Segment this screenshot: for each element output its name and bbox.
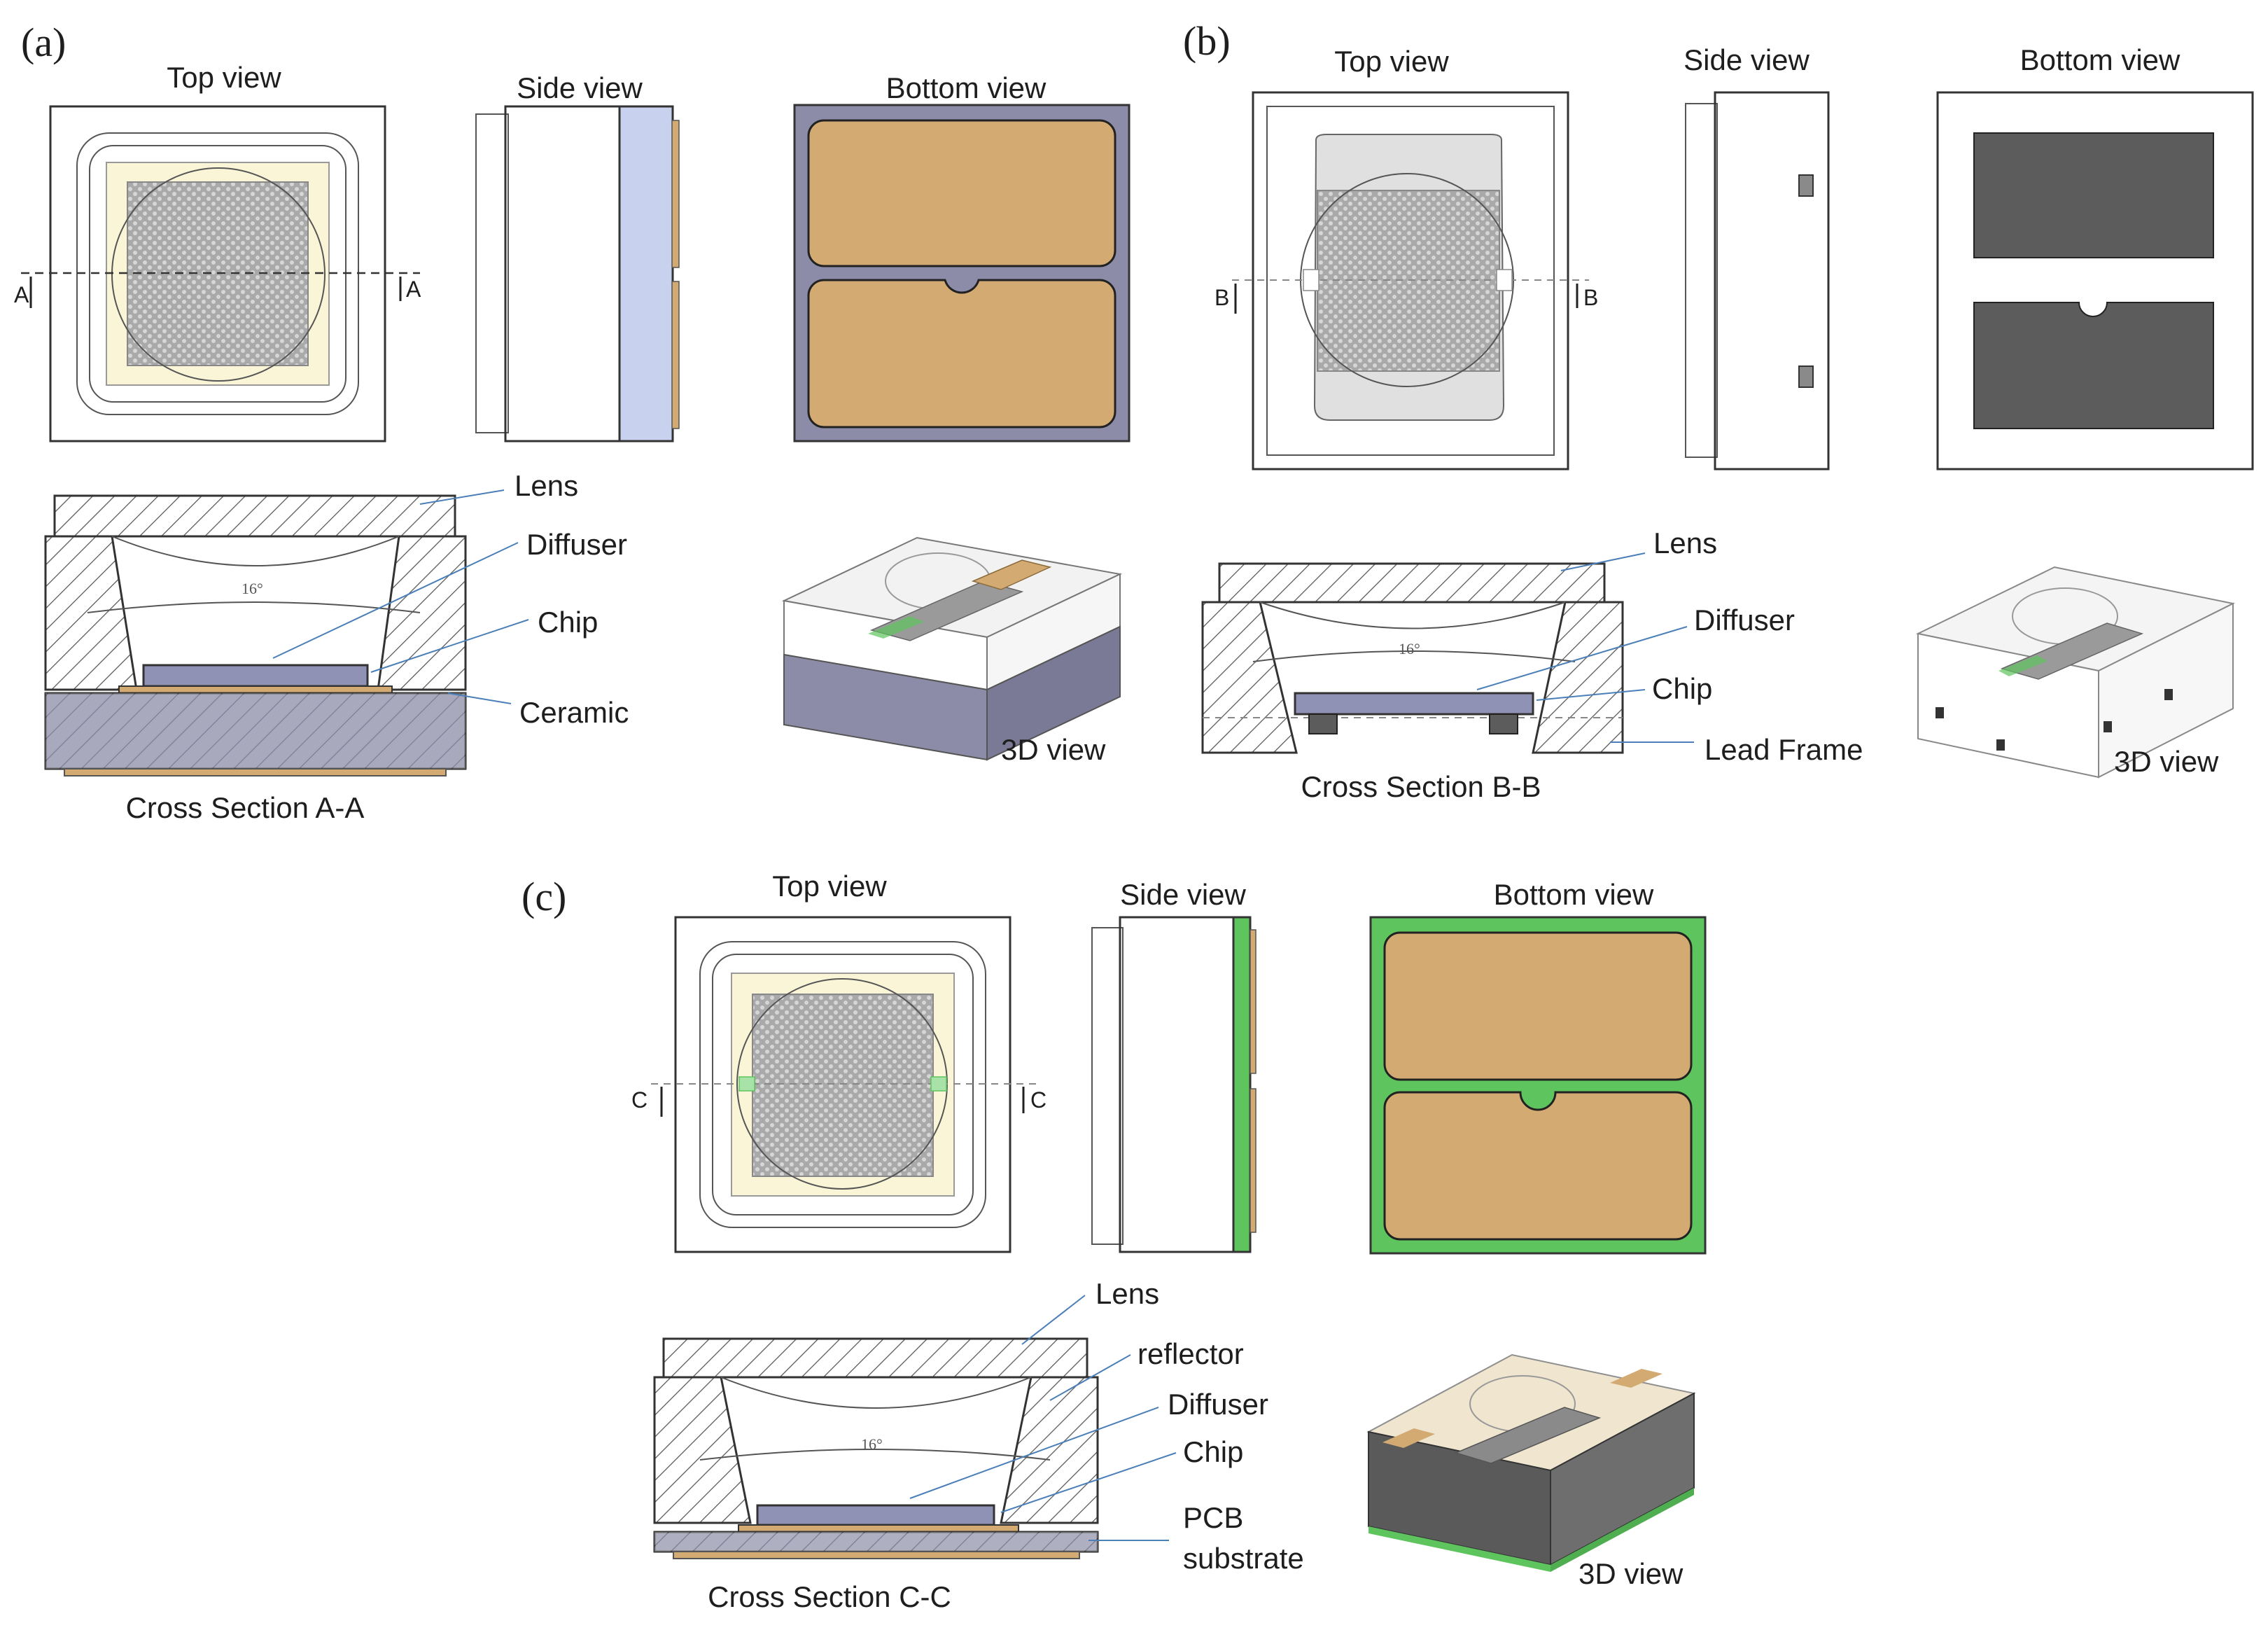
angle-label-b: 16° [1399, 640, 1420, 657]
callout-chip-c: Chip [1183, 1435, 1243, 1468]
lens-section-b [1218, 562, 1606, 604]
callout-diffuser-c: Diffuser [1168, 1388, 1268, 1421]
cross-section-c: 16° Lens reflector Diffuser Chip PCB sub… [653, 1277, 1304, 1613]
side-view-a: Side view [475, 71, 680, 443]
chip-section [142, 664, 369, 688]
callout-chip-a: Chip [538, 606, 598, 639]
lead-pad-top [1973, 132, 2214, 258]
callout-leadframe-b: Lead Frame [1704, 733, 1863, 766]
view-3d-label-c: 3D view [1578, 1557, 1684, 1590]
side-view-label-a: Side view [517, 71, 643, 104]
view-3d-b: 3D view [1915, 566, 2236, 779]
ceramic-base-side [618, 105, 674, 443]
callout-lens-a: Lens [514, 469, 578, 502]
cross-section-label-b: Cross Section B-B [1301, 770, 1541, 803]
cross-section-a: 16° Lens Diffuser Chip Ceramic Cross Sec… [44, 469, 629, 824]
panel-label-c: (c) [522, 874, 566, 919]
view-3d-label-a: 3D view [1001, 733, 1106, 766]
view-3d-label-b: 3D view [2114, 745, 2219, 778]
bottom-view-c: Bottom view [1369, 878, 1707, 1255]
cross-section-label-a: Cross Section A-A [126, 791, 365, 824]
pcb-side [1232, 916, 1252, 1253]
top-view-c: Top view C C [631, 870, 1046, 1253]
section-marker-right-b: B [1583, 285, 1598, 310]
panel-c: (c) Top view C C Side view [522, 870, 1707, 1613]
callout-chip-b: Chip [1652, 672, 1712, 705]
chip-section-c [756, 1504, 995, 1526]
cross-section-b: 16° Lens Diffuser Chip Lead Frame Cross … [1201, 527, 1863, 803]
top-view-label-a: Top view [167, 61, 281, 94]
pad-top [807, 119, 1116, 267]
panel-label-a: (a) [21, 20, 66, 65]
lens-section-c [662, 1337, 1088, 1379]
panel-a: (a) Top view A A Side view Bo [14, 20, 1130, 824]
panel-b: (b) Top view B B Side view Bo [1183, 18, 2254, 803]
chip-array-c [752, 994, 934, 1177]
callout-diffuser-a: Diffuser [526, 528, 627, 561]
callout-pcb-c: PCB [1183, 1501, 1243, 1534]
top-view-b: Top view B B [1214, 45, 1598, 471]
top-view-label-c: Top view [772, 870, 887, 903]
pad-top-c [1383, 931, 1693, 1081]
section-marker-left-a: A [14, 282, 29, 307]
view-3d-a: 3D view [781, 536, 1123, 766]
callout-diffuser-b: Diffuser [1694, 604, 1795, 636]
callout-reflector-c: reflector [1138, 1337, 1244, 1370]
angle-label-a: 16° [241, 580, 263, 597]
section-marker-left-c: C [631, 1087, 648, 1113]
top-view-a: Top view A A [14, 61, 421, 443]
bottom-view-a: Bottom view [793, 71, 1130, 443]
cross-section-label-c: Cross Section C-C [708, 1580, 951, 1613]
callout-lens-b: Lens [1653, 527, 1717, 559]
bottom-view-label-c: Bottom view [1494, 878, 1654, 911]
side-view-c: Side view [1091, 878, 1256, 1253]
section-marker-right-c: C [1030, 1087, 1046, 1113]
angle-label-c: 16° [861, 1435, 883, 1453]
chip-section-b [1294, 692, 1534, 716]
side-view-label-b: Side view [1684, 43, 1809, 76]
section-marker-right-a: A [406, 277, 421, 302]
bottom-view-b: Bottom view [1936, 43, 2254, 471]
panel-label-b: (b) [1183, 18, 1231, 64]
view-3d-c: 3D view [1366, 1353, 1696, 1590]
side-view-b: Side view [1684, 43, 1830, 471]
lead-pad-bottom [1973, 302, 2214, 429]
callout-substrate-c: substrate [1183, 1542, 1304, 1575]
callout-ceramic-a: Ceramic [519, 696, 629, 729]
callout-lens-c: Lens [1096, 1277, 1159, 1310]
pad-bottom [807, 279, 1116, 429]
bottom-view-label-b: Bottom view [2020, 43, 2180, 76]
lens-section [53, 494, 456, 538]
side-view-label-c: Side view [1120, 878, 1246, 911]
top-view-label-b: Top view [1334, 45, 1449, 78]
pad-bottom-c [1383, 1091, 1693, 1241]
section-marker-left-b: B [1214, 285, 1229, 310]
bottom-view-label-a: Bottom view [886, 71, 1046, 104]
